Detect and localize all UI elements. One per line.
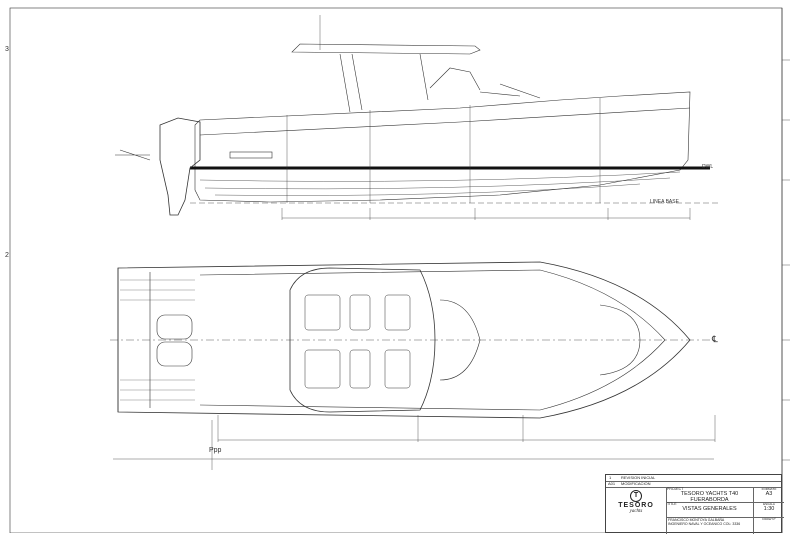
drawing-title: VISTAS GENERALES xyxy=(682,506,737,512)
revision-num: A01 xyxy=(608,481,616,486)
title-block: 1 REVISION INICIAL A01 MODIFICACION T TE… xyxy=(605,474,784,534)
drawing-number-label: DRAW Nº xyxy=(762,517,776,521)
seating-pads xyxy=(304,294,411,389)
scale-label: ESCALA xyxy=(763,502,775,506)
side-view xyxy=(115,15,720,220)
dwl-label: DWL xyxy=(702,164,714,170)
t-top-roof xyxy=(291,43,481,55)
propeller-outline xyxy=(115,149,151,161)
centerline-symbol: ℄ xyxy=(712,334,718,344)
hull-profile xyxy=(194,91,691,203)
project-name: TESORO YACHTS T40 FUERABORDA xyxy=(680,491,739,503)
revision-desc: MODIFICACION xyxy=(621,481,651,486)
author-credentials: INGENIERO NAVAL Y OCEANICO COL: 3336 xyxy=(668,522,741,526)
author-cell: FRANCISCO MONTOYA GALBAÑA INGENIERO NAVA… xyxy=(666,518,755,534)
t-top-legs xyxy=(339,53,429,113)
revision-num: 1 xyxy=(609,475,612,480)
project-cell: PROJECT TESORO YACHTS T40 FUERABORDA xyxy=(666,487,753,503)
windscreen xyxy=(429,67,541,99)
side-dimension-ticks xyxy=(281,208,691,220)
logo-icon: T xyxy=(630,490,642,502)
title-cell: TITLE VISTAS GENERALES xyxy=(666,502,753,518)
scale-value: 1:30 xyxy=(763,506,775,512)
outboard-motor xyxy=(159,117,201,216)
zone-label-2: 2 xyxy=(5,252,9,259)
swim-platform xyxy=(229,151,273,159)
baseline-label: LINEA BASE xyxy=(650,199,679,205)
zone-label-3: 3 xyxy=(5,46,9,53)
right-ruler-ticks xyxy=(782,59,790,461)
format-label: FORMATO xyxy=(761,487,777,491)
plan-view xyxy=(110,261,716,470)
brand-script: yachts xyxy=(629,509,643,514)
plan-dimension-ticks xyxy=(217,415,716,442)
title-label: TITLE xyxy=(667,502,677,506)
station-lines xyxy=(286,98,601,203)
ppp-label: Ppp xyxy=(209,447,222,454)
outboard-engine-port xyxy=(156,314,193,340)
author-name: FRANCISCO MONTOYA GALBAÑA xyxy=(668,518,725,522)
swim-platform-teak xyxy=(120,279,195,401)
scale-cell: ESCALA 1:30 xyxy=(753,502,784,518)
revision-desc: REVISION INICIAL xyxy=(621,475,656,480)
revision-row: 1 REVISION INICIAL xyxy=(606,475,781,482)
revision-row: A01 MODIFICACION xyxy=(606,481,781,488)
format-value: A3 xyxy=(765,491,773,497)
sheer-line xyxy=(199,107,691,136)
drawing-frame xyxy=(9,7,783,533)
project-label: PROJECT xyxy=(667,487,684,491)
chine-lines xyxy=(199,171,681,196)
format-cell: FORMATO A3 xyxy=(753,487,784,503)
brand-logo: T TESORO yachts xyxy=(606,487,667,534)
drawing-number-cell: DRAW Nº xyxy=(753,517,784,534)
brand-name: TESORO xyxy=(618,502,654,509)
outboard-engine-starboard xyxy=(156,341,193,367)
